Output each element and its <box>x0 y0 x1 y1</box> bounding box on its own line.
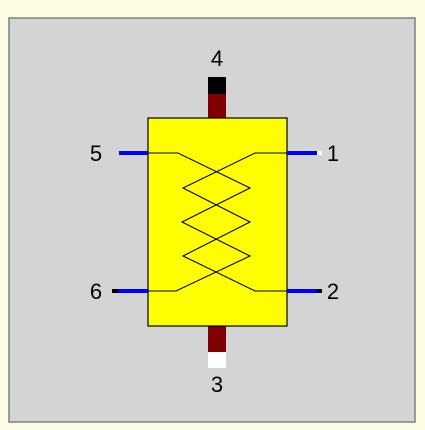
shell-inlet-nozzle[interactable] <box>208 94 226 118</box>
tube-path-a <box>148 152 252 292</box>
port-6-tip[interactable] <box>112 289 118 293</box>
port-4-label: 4 <box>211 46 223 71</box>
port-1-tip[interactable] <box>317 151 322 155</box>
port-6-label: 6 <box>90 279 102 304</box>
shell-outlet-nozzle[interactable] <box>208 326 226 352</box>
port-5-label: 5 <box>90 141 102 166</box>
port-2-tip[interactable] <box>317 289 322 293</box>
port-1-label: 1 <box>327 141 339 166</box>
exchanger-body[interactable] <box>147 117 288 327</box>
tube-path-b <box>181 152 287 292</box>
port-3-tip[interactable] <box>208 352 226 368</box>
port-2-label: 2 <box>327 279 339 304</box>
port-4-tip[interactable] <box>208 77 226 94</box>
port-3-label: 3 <box>211 372 223 397</box>
